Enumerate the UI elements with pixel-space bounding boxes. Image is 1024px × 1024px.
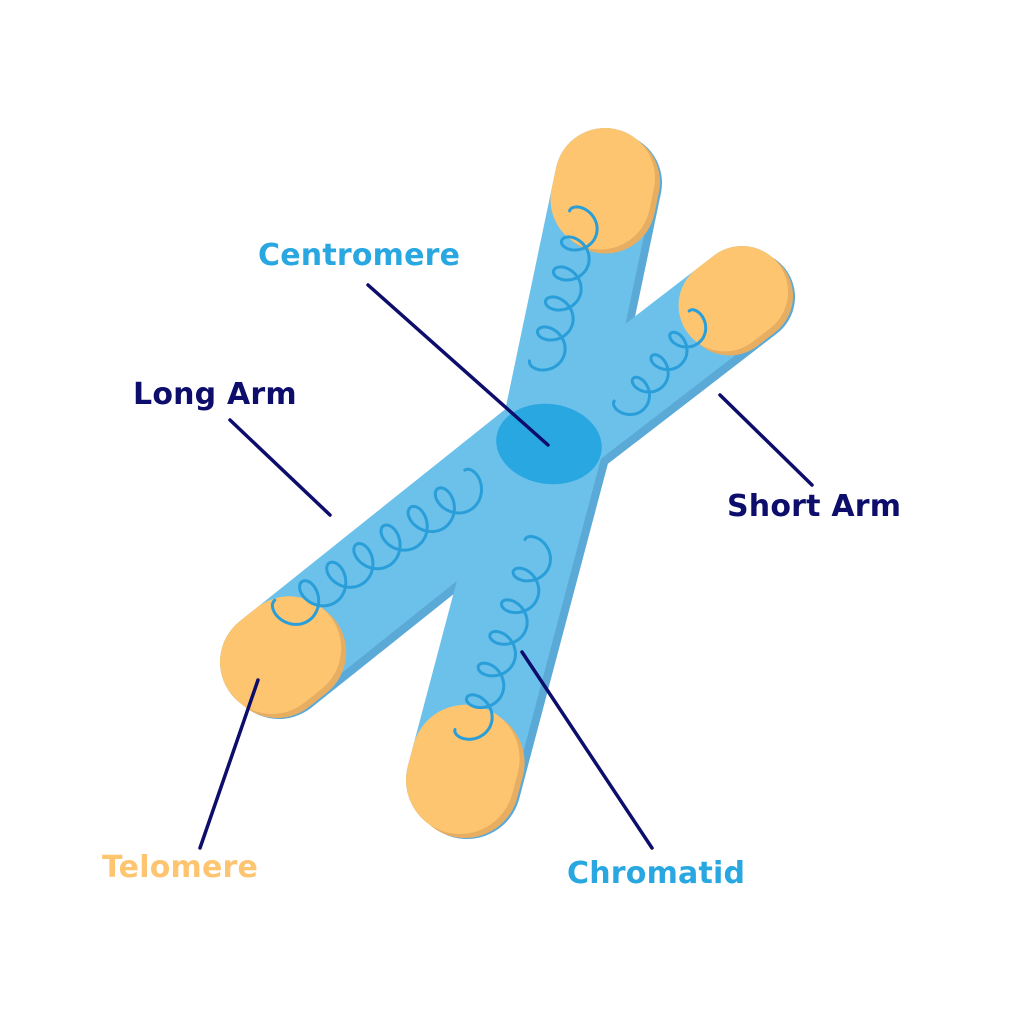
leader-centromere — [366, 283, 550, 447]
dna-coils — [270, 205, 708, 741]
telomere — [220, 596, 342, 714]
telomere — [550, 128, 655, 250]
dna-coil — [527, 205, 599, 372]
dna-coil — [270, 467, 484, 626]
leader-telomere — [198, 678, 260, 850]
telomere — [406, 704, 520, 834]
label-chromatid: Chromatid — [567, 856, 746, 891]
leader-long-arm — [228, 418, 332, 517]
dna-coil — [453, 534, 553, 741]
telomere-caps — [220, 128, 793, 838]
label-short-arm: Short Arm — [727, 489, 902, 524]
leader-chromatid — [520, 650, 654, 850]
label-long-arm: Long Arm — [133, 377, 297, 412]
dna-coil — [612, 308, 708, 417]
leader-lines — [198, 283, 814, 850]
label-centromere: Centromere — [258, 238, 461, 273]
label-telomere: Telomere — [102, 850, 259, 885]
telomere — [678, 246, 788, 352]
leader-short-arm — [718, 393, 814, 487]
